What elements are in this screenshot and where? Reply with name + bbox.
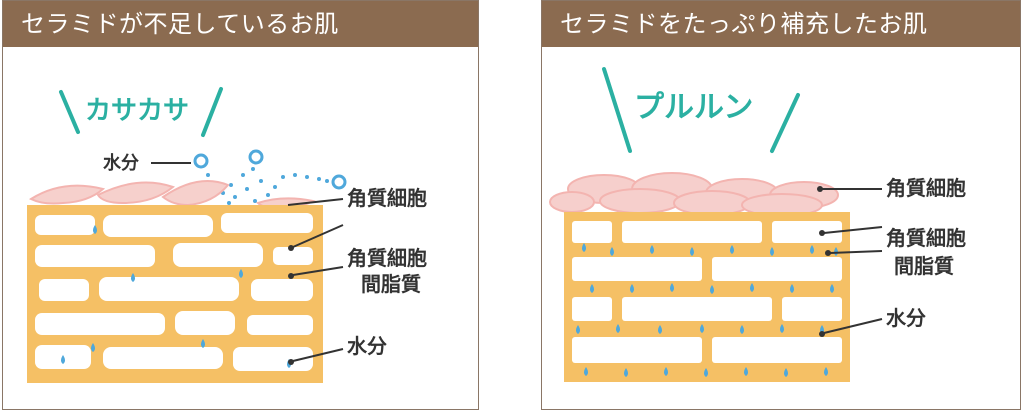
kasakasa-text: カサカサ xyxy=(85,96,189,126)
motion-line-right xyxy=(770,93,800,153)
intercellular-label-line1: 角質細胞 xyxy=(886,226,966,250)
intercellular-label-line2: 間脂質 xyxy=(894,254,954,278)
evaporating-water-bubble xyxy=(331,174,347,190)
cell-leader xyxy=(292,224,344,248)
left-panel: セラミドが不足しているお肌 カサカサ 水分 xyxy=(2,0,479,410)
water-label: 水分 xyxy=(886,306,926,330)
pururun-text: プルルン xyxy=(634,90,753,125)
corneocyte-layer xyxy=(549,172,839,217)
cell-bricks xyxy=(35,213,313,371)
motion-line-left xyxy=(59,90,80,134)
left-panel-title: セラミドが不足しているお肌 xyxy=(3,1,478,47)
motion-line-left xyxy=(602,67,632,153)
corneocyte-label: 角質細胞 xyxy=(347,186,427,210)
lipid-leader-dot xyxy=(825,250,831,256)
water-label-top: 水分 xyxy=(103,152,139,174)
moist-skin-illustration: プルルン xyxy=(549,67,966,382)
cell-leader-dot xyxy=(819,230,825,236)
lipid-leader xyxy=(829,250,883,254)
water-leader xyxy=(823,318,883,334)
cell-leader-dot xyxy=(288,245,294,251)
evaporating-water-bubble xyxy=(248,149,264,165)
water-droplets-abundant xyxy=(576,243,838,377)
dry-skin-illustration: カサカサ 水分 xyxy=(27,87,427,383)
corneocyte-label: 角質細胞 xyxy=(886,176,966,200)
corneocyte-layer xyxy=(28,180,316,211)
intercellular-label-line1: 角質細胞 xyxy=(347,246,427,270)
water-label-bottom: 水分 xyxy=(347,334,387,358)
right-panel: セラミドをたっぷり補充したお肌 プルルン xyxy=(541,0,1021,410)
water-leader-dot xyxy=(819,331,825,337)
cell-leader xyxy=(823,226,883,234)
water-leader-bottom-dot xyxy=(288,359,294,365)
evaporating-water-bubble xyxy=(193,153,209,169)
water-leader-bottom xyxy=(292,348,344,362)
right-panel-title: セラミドをたっぷり補充したお肌 xyxy=(542,1,1020,47)
lipid-leader-dot xyxy=(288,273,294,279)
cell-bricks xyxy=(572,221,842,363)
intercellular-label-line2: 間脂質 xyxy=(361,272,421,296)
lipid-leader xyxy=(292,266,344,276)
corneocyte-leader xyxy=(287,198,344,206)
corneocyte-leader-dot xyxy=(817,186,823,192)
motion-line-right xyxy=(201,87,223,137)
